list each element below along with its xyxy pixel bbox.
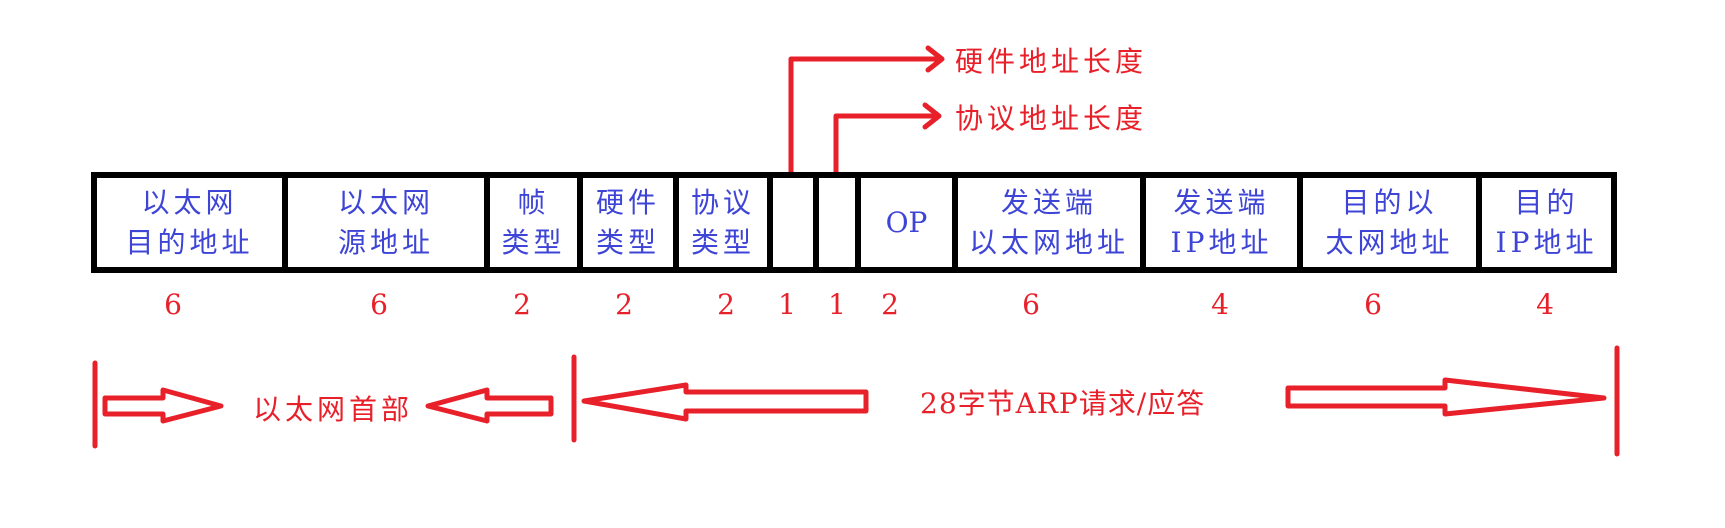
ethernet-header-left-arrow: [425, 387, 554, 424]
field-label: IP地址: [1495, 225, 1598, 259]
field-label: 目的: [1514, 185, 1579, 219]
arp-packet-table: 以太网 目的地址 以太网 源地址 帧 类型 硬件 类型 协议 类型 OP 发送端…: [91, 172, 1617, 273]
field-label: 发送端: [1000, 185, 1097, 219]
field-label: 协议: [690, 185, 755, 219]
arp-body-right-arrow: [1285, 377, 1607, 417]
byte-count: 6: [370, 288, 388, 321]
field-label: 帧: [517, 185, 550, 219]
field-frame-type: 帧 类型: [490, 178, 583, 267]
field-label: 目的地址: [125, 225, 254, 259]
field-label: 以太网: [337, 185, 434, 219]
field-label: 硬件: [595, 185, 660, 219]
field-protocol-addr-len: [819, 178, 861, 267]
field-label: 源地址: [337, 225, 434, 259]
field-target-eth-addr: 目的以 太网地址: [1303, 178, 1482, 267]
field-hardware-addr-len: [773, 178, 819, 267]
field-sender-eth-addr: 发送端 以太网地址: [958, 178, 1146, 267]
byte-count: 1: [828, 288, 846, 321]
hardware-addr-len-arrow: [788, 56, 943, 175]
ethernet-header-label: 以太网首部: [253, 393, 414, 426]
byte-count: 2: [615, 288, 633, 321]
protocol-addr-len-label: 协议地址长度: [955, 102, 1148, 135]
field-label: IP地址: [1170, 225, 1273, 259]
field-eth-dest-addr: 以太网 目的地址: [97, 178, 288, 267]
ethernet-header-right-arrow: [102, 387, 224, 424]
byte-count: 2: [881, 288, 899, 321]
field-label: 类型: [690, 225, 755, 259]
field-protocol-type: 协议 类型: [679, 178, 773, 267]
field-label: 以太网: [141, 185, 238, 219]
field-eth-src-addr: 以太网 源地址: [288, 178, 490, 267]
protocol-addr-len-arrow: [833, 113, 940, 175]
field-label: 目的以: [1341, 185, 1438, 219]
byte-count: 6: [164, 288, 182, 321]
byte-count: 6: [1364, 288, 1382, 321]
field-sender-ip-addr: 发送端 IP地址: [1146, 178, 1303, 267]
field-label: 类型: [595, 225, 660, 259]
byte-count: 4: [1536, 288, 1554, 321]
field-label: 太网地址: [1325, 225, 1454, 259]
field-op: OP: [861, 178, 958, 267]
byte-count: 6: [1022, 288, 1040, 321]
arp-body-left-arrow: [581, 382, 869, 422]
field-label: 发送端: [1173, 185, 1270, 219]
byte-count: 4: [1211, 288, 1229, 321]
field-hardware-type: 硬件 类型: [583, 178, 679, 267]
field-label: 类型: [501, 225, 566, 259]
arp-body-label: 28字节ARP请求/应答: [920, 387, 1206, 420]
field-target-ip-addr: 目的 IP地址: [1482, 178, 1611, 267]
byte-count: 2: [513, 288, 531, 321]
field-label: OP: [885, 205, 928, 239]
hardware-addr-len-label: 硬件地址长度: [955, 45, 1148, 78]
byte-count: 2: [717, 288, 735, 321]
byte-count: 1: [778, 288, 796, 321]
field-label: 以太网地址: [968, 225, 1129, 259]
